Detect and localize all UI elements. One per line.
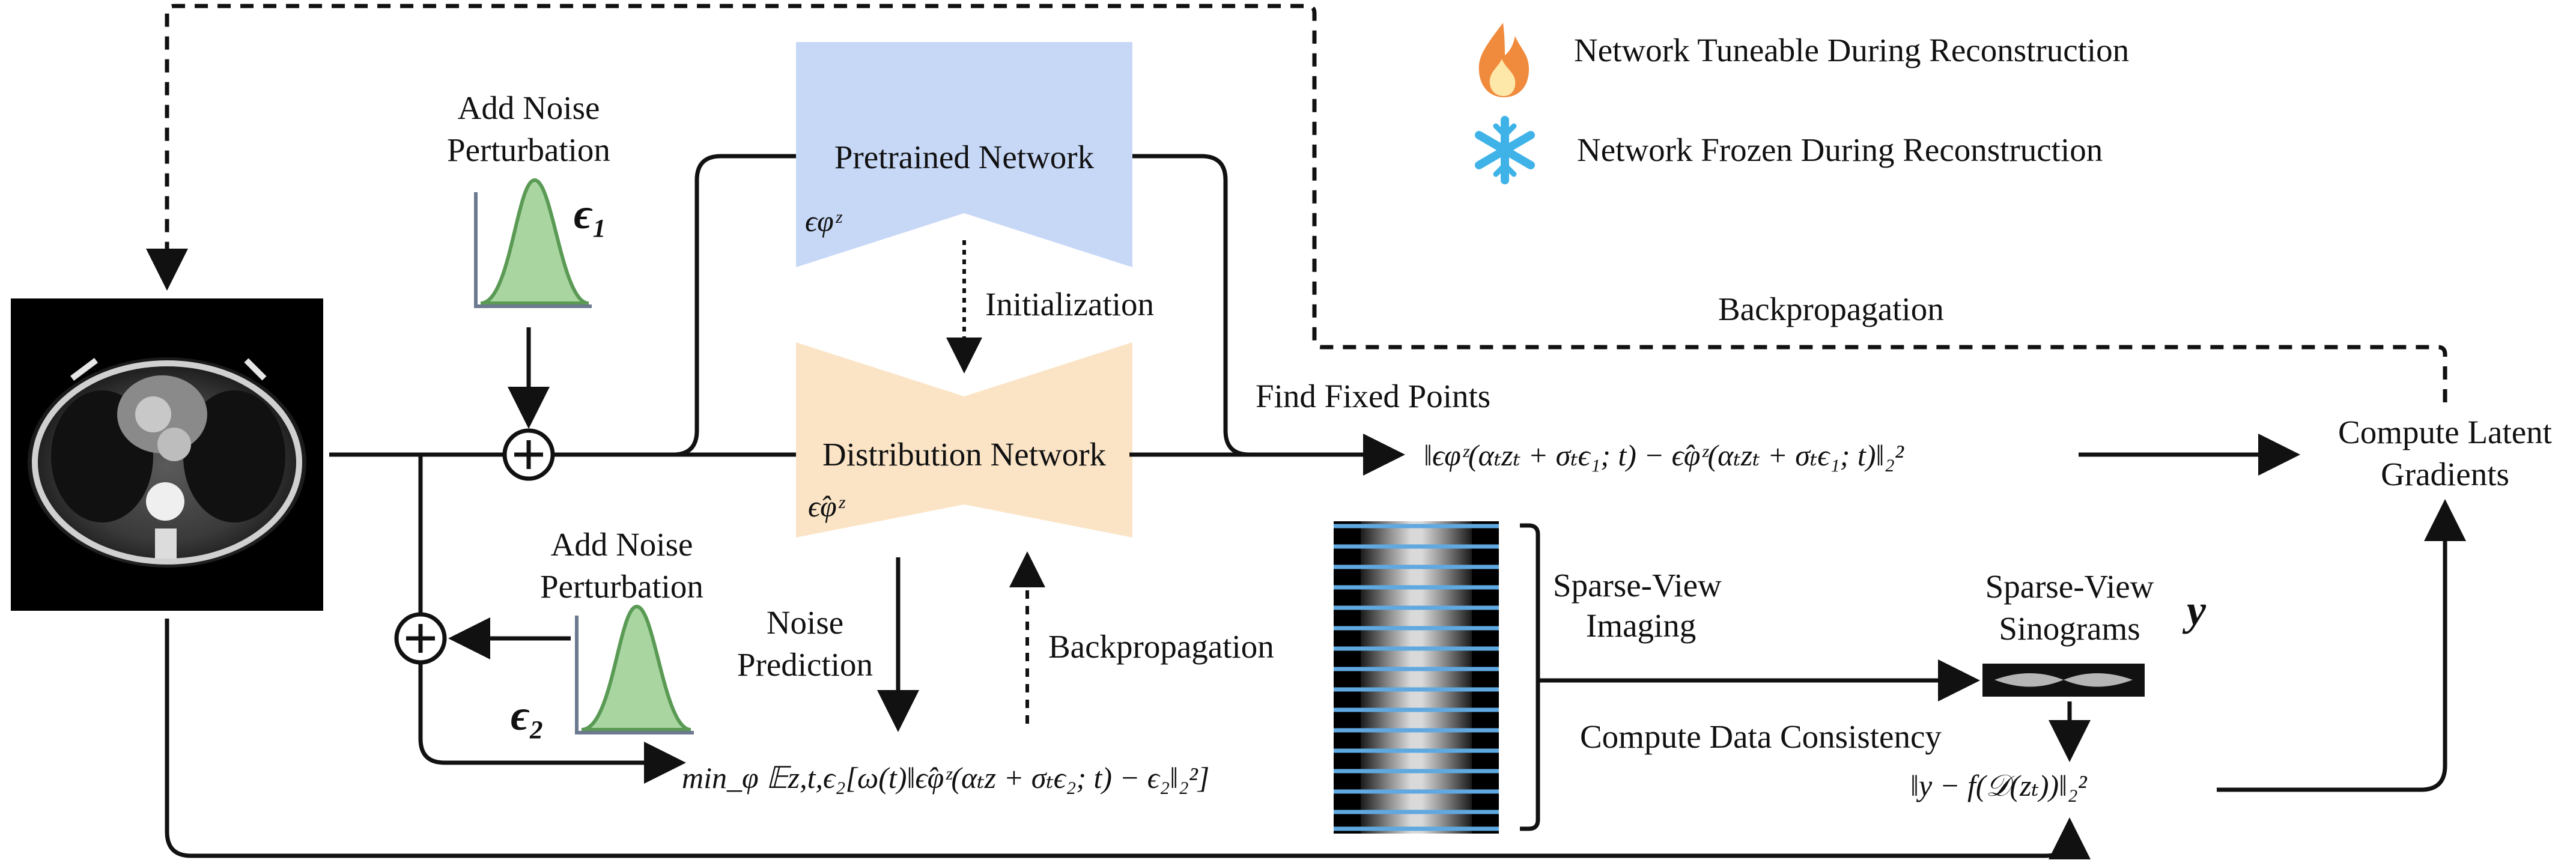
sparse-view-imaging-line2: Imaging bbox=[1586, 607, 1696, 644]
distribution-network-label: Distribution Network bbox=[822, 436, 1107, 473]
compute-latent-line2: Gradients bbox=[2381, 456, 2509, 492]
legend: Network Tuneable During Reconstruction N… bbox=[1475, 23, 2129, 184]
plus-node-bottom bbox=[394, 612, 447, 665]
sparse-view-imaging-line1: Sparse-View bbox=[1553, 567, 1722, 604]
loss-formula: min_φ 𝔼z,t,ϵ₂[ω(t)‖ϵ̂φᶻ(αₜz + σₜϵ₂; t) −… bbox=[682, 761, 1209, 795]
compute-latent-line1: Compute Latent bbox=[2338, 414, 2552, 450]
find-fixed-points-label: Find Fixed Points bbox=[1256, 378, 1490, 414]
eps2-symbol: ϵ₂ bbox=[511, 691, 544, 739]
snowflake-icon bbox=[1475, 116, 1535, 184]
plus-node-top bbox=[502, 428, 555, 481]
sinogram-thumbnail bbox=[1982, 664, 2145, 697]
line-pretrained-to-fixed bbox=[1132, 154, 1250, 457]
line-plus-to-pretrained bbox=[672, 154, 799, 457]
add-noise-top-line2: Perturbation bbox=[447, 132, 610, 168]
line-ct-to-loss bbox=[418, 455, 686, 784]
backprop-top-loop bbox=[146, 4, 2447, 402]
legend-frozen-label: Network Frozen During Reconstruction bbox=[1577, 132, 2103, 168]
line-consistency-to-gradients bbox=[2217, 499, 2466, 792]
gaussian-top-icon bbox=[474, 178, 592, 308]
sinograms-line1: Sparse-View bbox=[1985, 568, 2154, 605]
backprop-top-label: Backpropagation bbox=[1718, 291, 1944, 327]
noise-prediction-line2: Prediction bbox=[737, 646, 873, 683]
gaussian-bottom-icon bbox=[575, 604, 694, 734]
add-noise-bottom-line2: Perturbation bbox=[540, 568, 703, 605]
sinogram-stripes bbox=[1334, 524, 1499, 831]
data-consistency-formula: ‖y − f(𝒟(zₜ))‖₂² bbox=[1910, 769, 2088, 802]
distribution-network-symbol: ϵ̂φᶻ bbox=[808, 489, 846, 523]
y-symbol: y bbox=[2182, 586, 2207, 634]
eps1-symbol: ϵ₁ bbox=[574, 190, 607, 238]
initialization-label: Initialization bbox=[985, 286, 1154, 322]
fire-icon bbox=[1478, 23, 1529, 97]
sinograms-line2: Sinograms bbox=[1999, 610, 2140, 647]
line-ct-to-consistency bbox=[165, 619, 2091, 859]
sinogram-stack-image bbox=[1334, 521, 1499, 834]
add-noise-bottom-line1: Add Noise bbox=[551, 526, 693, 563]
fixed-point-formula: ‖ϵφᶻ(αₜzₜ + σₜϵ₁; t) − ϵ̂φᶻ(αₜzₜ + σₜϵ₁;… bbox=[1424, 438, 1904, 472]
ct-scan-image bbox=[11, 298, 323, 611]
add-noise-top-line1: Add Noise bbox=[458, 89, 600, 126]
pretrained-network-symbol: ϵφᶻ bbox=[805, 204, 843, 238]
sinogram-bracket bbox=[1520, 523, 1540, 831]
compute-data-consistency-label: Compute Data Consistency bbox=[1580, 718, 1942, 755]
pretrained-network-shape bbox=[796, 42, 1132, 267]
backprop-inner-label: Backpropagation bbox=[1048, 628, 1274, 665]
distribution-network-shape bbox=[796, 342, 1132, 537]
pretrained-network-label: Pretrained Network bbox=[834, 139, 1095, 175]
legend-tuneable-label: Network Tuneable During Reconstruction bbox=[1574, 32, 2129, 68]
noise-prediction-line1: Noise bbox=[767, 604, 843, 641]
